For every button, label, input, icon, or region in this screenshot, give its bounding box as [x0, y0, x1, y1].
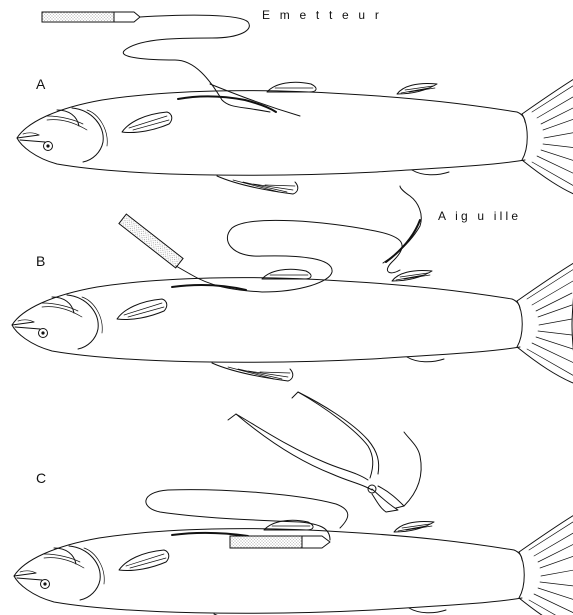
transmitter-tip-b [176, 266, 190, 274]
thread-loop-b [190, 220, 402, 292]
fish-c [14, 512, 573, 615]
needle [383, 186, 421, 263]
panel-b [12, 186, 573, 385]
plier-handle-right-inner [298, 392, 373, 478]
plier-jaw-a [372, 489, 398, 512]
fish-b [12, 261, 573, 385]
needle-shaft [386, 220, 420, 262]
pliers [228, 392, 421, 512]
transmitter-body-b [119, 214, 183, 268]
plier-handle-left-inner [236, 414, 368, 480]
fish-a [17, 74, 573, 198]
plier-handle-left [228, 414, 372, 490]
transmitter-body [42, 12, 114, 22]
thread-loop-c [146, 490, 348, 540]
wire-exit-a [210, 84, 300, 116]
needle-c [404, 432, 421, 506]
transmitter-cap [114, 12, 140, 22]
panel-a [17, 12, 573, 198]
transmitter-tag [42, 12, 270, 112]
panel-c [14, 392, 573, 615]
needle-assembly [119, 186, 421, 292]
transmitter-cap-c [302, 536, 330, 548]
transmitter-body-c [230, 536, 302, 548]
